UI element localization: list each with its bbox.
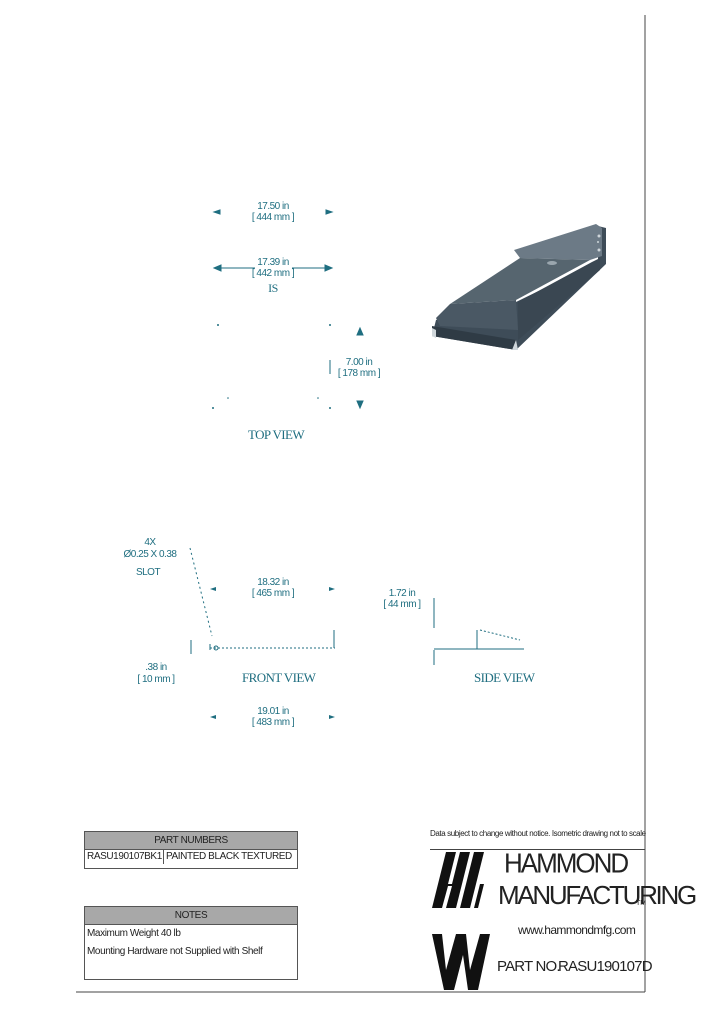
side-view-outline <box>433 598 524 665</box>
top-view-depth-dim <box>329 326 364 410</box>
front-view-width-in: 18.32 in <box>257 577 289 588</box>
part-description-cell: PAINTED BLACK TEXTURED <box>166 851 292 862</box>
note-line: Mounting Hardware not Supplied with Shel… <box>87 946 263 957</box>
front-view-width-dim <box>210 587 335 591</box>
side-view-height-mm: [ 44 mm ] <box>383 599 421 610</box>
title-block-divider <box>430 849 645 850</box>
top-view-outer-width-dim <box>212 209 334 215</box>
hammond-logo-mark <box>432 852 484 908</box>
front-view-slot-label: SLOT <box>135 567 161 578</box>
front-view-shelf-outline <box>209 630 335 651</box>
part-numbers-table: PART NUMBERS RASU190107BK1 PAINTED BLACK… <box>84 831 298 869</box>
front-view-height-in: .38 in <box>145 662 167 673</box>
front-view-overall-dim <box>210 715 335 719</box>
front-view-slot-size: Ø0.25 X 0.38 <box>123 549 177 560</box>
part-no-label: PART NO. <box>497 958 561 975</box>
side-view-label: SIDE VIEW <box>474 670 535 685</box>
top-view-inner-width-note: IS <box>268 281 278 295</box>
website-text: www.hammondmfg.com <box>518 923 636 937</box>
front-view-overall-mm: [ 483 mm ] <box>251 717 295 728</box>
disclaimer-text: Data subject to change without notice. I… <box>430 829 646 838</box>
top-view-label: TOP VIEW <box>248 427 305 442</box>
notes-table: NOTES Maximum Weight 40 lb Mounting Hard… <box>84 906 298 980</box>
front-view-label: FRONT VIEW <box>242 670 316 685</box>
front-view-overall-in: 19.01 in <box>257 706 289 717</box>
note-line: Maximum Weight 40 lb <box>87 928 181 939</box>
front-view-slot-qty: 4X <box>144 537 156 548</box>
top-view-outer-width-in: 17.50 in <box>257 201 289 212</box>
side-view-height-in: 1.72 in <box>388 588 416 599</box>
top-view-outer-width-mm: [ 444 mm ] <box>251 212 295 223</box>
top-view-depth-mm: [ 178 mm ] <box>337 368 381 379</box>
top-view-outline-dots <box>212 324 331 409</box>
top-view-inner-width-dim <box>212 264 334 272</box>
company-name-line1: HAMMOND <box>504 847 629 879</box>
notes-header: NOTES <box>85 907 297 925</box>
top-view-inner-width-in: 17.39 in <box>257 257 289 268</box>
part-numbers-header: PART NUMBERS <box>85 832 297 850</box>
part-no-value: RASU190107D <box>558 958 653 975</box>
front-view-width-mm: [ 465 mm ] <box>251 588 295 599</box>
hammond-w-mark <box>432 934 490 990</box>
top-view-inner-width-mm: [ 442 mm ] <box>251 268 295 279</box>
shelf-isometric-image <box>432 224 606 350</box>
company-name-line2: MANUFACTURING <box>498 880 697 910</box>
front-view-slot-leader <box>189 547 213 637</box>
top-view-depth-in: 7.00 in <box>345 357 373 368</box>
part-number-cell: RASU190107BK1 <box>87 850 164 864</box>
trademark-mark: TM <box>636 900 647 907</box>
front-view-height-mm: [ 10 mm ] <box>137 674 175 685</box>
table-row: RASU190107BK1 PAINTED BLACK TEXTURED <box>85 850 297 864</box>
